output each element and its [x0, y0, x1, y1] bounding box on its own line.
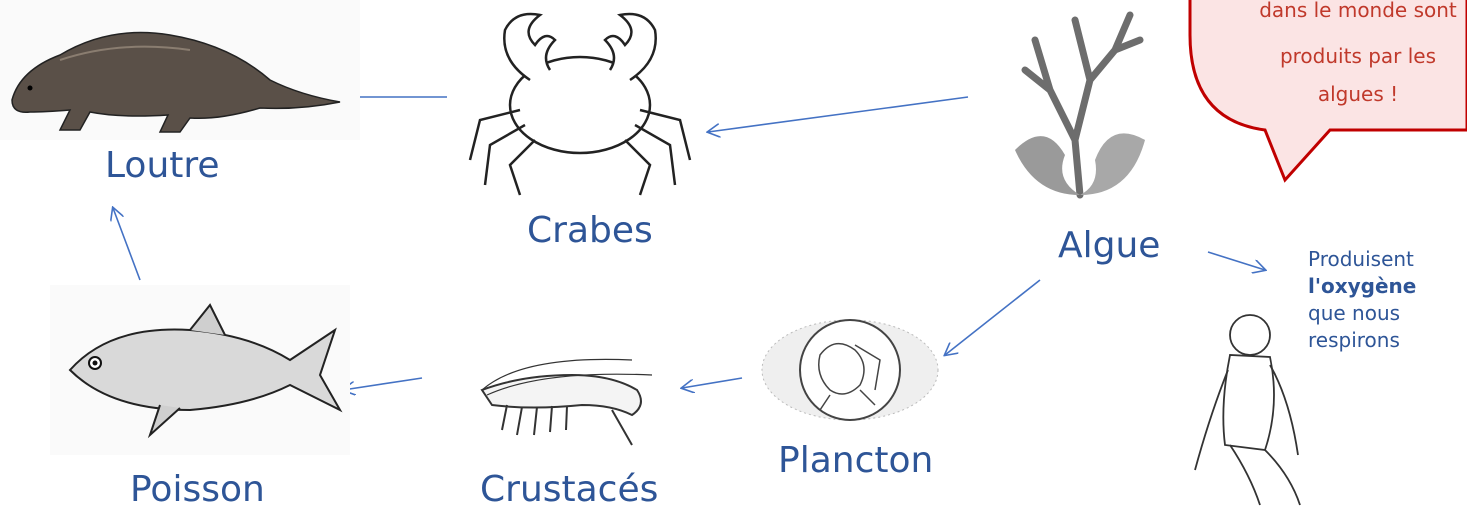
arrow-algue-to-crabes — [708, 97, 968, 132]
node-label-poisson: Poisson — [130, 472, 265, 508]
arrow-algue-to-plancton — [945, 280, 1040, 355]
woman-sitting-illustration — [1180, 305, 1315, 510]
node-label-crabes: Crabes — [527, 213, 653, 249]
arrow-poisson-to-loutre — [113, 208, 140, 280]
otter-illustration — [0, 0, 360, 140]
arrow-algue-to-oxygen — [1208, 252, 1265, 270]
node-label-crustaces: Crustacés — [480, 472, 658, 508]
seaweed-illustration — [1005, 0, 1155, 200]
oxygen-note-line-1: Produisent — [1308, 246, 1414, 272]
arrow-plancton-to-crustaces — [682, 378, 742, 388]
arrow-crustaces-to-poisson — [343, 378, 422, 390]
shrimp-illustration — [462, 350, 662, 450]
node-label-loutre: Loutre — [105, 148, 220, 184]
oxygen-note-line-3: que nous — [1308, 300, 1400, 326]
node-label-plancton: Plancton — [778, 443, 933, 479]
crab-illustration — [460, 0, 700, 200]
node-label-algue: Algue — [1058, 228, 1160, 264]
oxygen-note-line-2: l'oxygène — [1308, 273, 1416, 299]
oxygen-note-line-4: respirons — [1308, 327, 1400, 353]
fish-illustration — [50, 285, 350, 455]
plankton-illustration — [760, 305, 940, 435]
